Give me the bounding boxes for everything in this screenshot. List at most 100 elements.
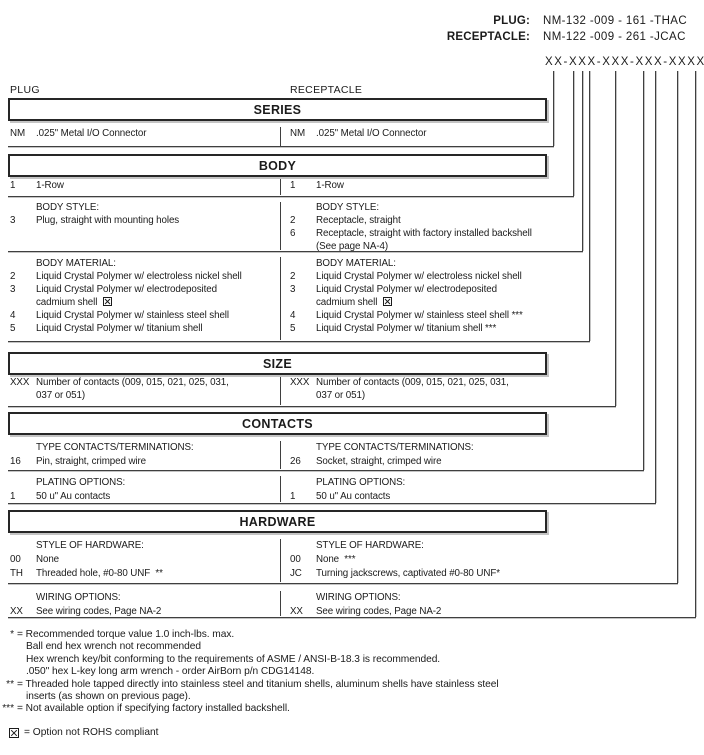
option-desc: .025" Metal I/O Connector [316, 128, 427, 139]
option-code: 3 [290, 284, 296, 295]
option-code: 1 [10, 180, 16, 191]
option-row: 4 Liquid Crystal Polymer w/ stainless st… [288, 309, 589, 322]
plug-part-number-label: PLUG: [493, 15, 530, 27]
section-header-hardware: HARDWARE [8, 510, 547, 533]
option-desc: None [36, 554, 60, 565]
option-desc: Liquid Crystal Polymer w/ titanium shell… [316, 323, 497, 334]
subsection-label-row: BODY STYLE: [288, 202, 582, 215]
footnote-line: .050" hex L-key long arm wrench - order … [2, 666, 702, 678]
option-code: 3 [10, 214, 16, 226]
option-code: 5 [290, 323, 296, 334]
option-row: 1 1-Row [288, 179, 573, 192]
subsection-label: BODY MATERIAL: [36, 258, 116, 269]
subsection-label-row: STYLE OF HARDWARE: [288, 539, 677, 553]
option-desc-line2: cadmium shell [316, 296, 497, 309]
footnote-text: Ball end hex wrench not recommended [26, 641, 201, 653]
option-row: 3 Liquid Crystal Polymer w/ electrodepos… [8, 283, 280, 309]
plug-column: STYLE OF HARDWARE: 00 None TH Threaded h… [8, 539, 280, 582]
option-row: 3 Liquid Crystal Polymer w/ electrodepos… [288, 283, 589, 309]
option-code: 3 [10, 284, 16, 295]
receptacle-column: XXX Number of contacts (009, 015, 021, 0… [280, 377, 615, 405]
plug-column: 1 1-Row [8, 179, 280, 195]
subsection-label-row: BODY MATERIAL: [8, 257, 280, 270]
option-desc: Number of contacts (009, 015, 021, 025, … [316, 377, 509, 402]
subsection-label-row: BODY MATERIAL: [288, 257, 589, 270]
option-desc: Liquid Crystal Polymer w/ electrodeposit… [36, 283, 217, 309]
option-desc: Liquid Crystal Polymer w/ electroless ni… [36, 271, 242, 282]
receptacle-column: BODY STYLE: 2 Receptacle, straight 6 Rec… [280, 202, 582, 252]
hardware-style-options: STYLE OF HARDWARE: 00 None TH Threaded h… [8, 539, 677, 582]
option-code: XXX [10, 377, 30, 388]
option-desc: None *** [316, 554, 356, 565]
connector-line-contact-type [643, 71, 644, 470]
plug-column: NM .025" Metal I/O Connector [8, 127, 280, 146]
option-row: 1 50 u" Au contacts [8, 490, 280, 504]
option-desc: Liquid Crystal Polymer w/ stainless stee… [316, 310, 523, 321]
plug-column: BODY STYLE: 3 Plug, straight with mounti… [8, 202, 280, 250]
option-desc: Plug, straight with mounting holes [36, 214, 180, 226]
option-desc: .025" Metal I/O Connector [36, 128, 147, 139]
option-row: 6 Receptacle, straight with factory inst… [288, 228, 582, 254]
footnote-marker [2, 654, 14, 666]
section-title: SIZE [263, 356, 292, 371]
option-row: 1 50 u" Au contacts [288, 490, 655, 504]
option-desc: Receptacle, straight with factory instal… [316, 228, 532, 254]
not-rohs-compliant-icon [103, 297, 113, 306]
receptacle-part-number-value: NM-122 -009 - 261 -JCAC [543, 31, 686, 43]
footnote-line: inserts (as shown on previous page). [2, 691, 702, 703]
option-code: 00 [10, 554, 21, 565]
subsection-label-row: PLATING OPTIONS: [8, 476, 280, 490]
option-desc: Number of contacts (009, 015, 021, 025, … [36, 377, 229, 402]
option-desc: Turning jackscrews, captivated #0-80 UNF… [316, 568, 500, 579]
option-code: 00 [290, 554, 301, 565]
option-code: 2 [10, 271, 16, 282]
subsection-label-row: STYLE OF HARDWARE: [8, 539, 280, 553]
option-row: JC Turning jackscrews, captivated #0-80 … [288, 567, 677, 581]
option-desc-line2-text: cadmium shell [316, 297, 378, 308]
not-rohs-compliant-icon [383, 297, 393, 306]
section-title: SERIES [253, 102, 302, 117]
receptacle-column-label: RECEPTACLE [290, 84, 363, 96]
series-options: NM .025" Metal I/O Connector NM .025" Me… [8, 125, 555, 146]
subsection-label: STYLE OF HARDWARE: [36, 540, 144, 551]
footnote-text: inserts (as shown on previous page). [26, 691, 191, 703]
receptacle-part-number-row: RECEPTACLE: NM-122 -009 - 261 -JCAC [360, 31, 704, 43]
connector-line-size [615, 71, 616, 406]
receptacle-column: TYPE CONTACTS/TERMINATIONS: 26 Socket, s… [280, 441, 643, 469]
wiring-options: WIRING OPTIONS: XX See wiring codes, Pag… [8, 591, 695, 619]
option-code: XX [290, 606, 303, 617]
subsection-label-row: TYPE CONTACTS/TERMINATIONS: [8, 441, 280, 455]
receptacle-part-number-label: RECEPTACLE: [446, 31, 530, 43]
option-desc: Liquid Crystal Polymer w/ electroless ni… [316, 271, 522, 282]
footnote-text: = Not available option if specifying fac… [17, 703, 290, 715]
footnote-text: .050" hex L-key long arm wrench - order … [26, 666, 315, 678]
section-title: BODY [258, 158, 297, 173]
not-rohs-compliant-icon [9, 727, 19, 738]
option-desc: See wiring codes, Page NA-2 [36, 606, 162, 617]
plating-options: PLATING OPTIONS: 1 50 u" Au contacts PLA… [8, 476, 655, 502]
option-code: 26 [290, 456, 301, 467]
option-row: 5 Liquid Crystal Polymer w/ titanium she… [288, 322, 589, 335]
separator-wiring-bottom [8, 617, 696, 618]
connector-line-plating [655, 71, 656, 503]
footnote-marker: ** [6, 678, 14, 690]
option-row: XX See wiring codes, Page NA-2 [8, 605, 280, 619]
receptacle-column: NM .025" Metal I/O Connector [280, 127, 555, 146]
plug-column: XXX Number of contacts (009, 015, 021, 0… [8, 377, 280, 405]
option-desc-line1: Liquid Crystal Polymer w/ electrodeposit… [316, 284, 497, 295]
option-desc: Threaded hole, #0-80 UNF ** [36, 568, 163, 579]
subsection-label: WIRING OPTIONS: [36, 592, 121, 603]
option-code: 6 [290, 227, 296, 239]
subsection-label-row: PLATING OPTIONS: [288, 476, 655, 490]
section-header-contacts: CONTACTS [8, 412, 547, 435]
section-title: CONTACTS [242, 416, 313, 431]
option-desc: Liquid Crystal Polymer w/ titanium shell [36, 323, 203, 334]
footnote-line: *= Recommended torque value 1.0 inch-lbs… [2, 629, 702, 641]
footnote-marker: *** [2, 703, 14, 715]
option-desc-line2: cadmium shell [36, 296, 217, 309]
option-code: 5 [10, 323, 16, 334]
plug-column: BODY MATERIAL: 2 Liquid Crystal Polymer … [8, 257, 280, 340]
connector-line-series [553, 71, 554, 146]
footnote-text: Hex wrench key/bit conforming to the req… [26, 653, 441, 665]
